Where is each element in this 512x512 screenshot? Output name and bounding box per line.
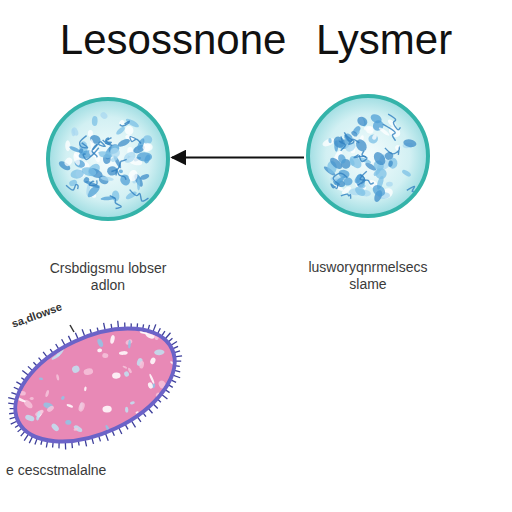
cell-node: e cescstmalalne: [0, 310, 190, 479]
node-label: Crsbdigsmu lobser adlon: [38, 260, 178, 294]
cell-shape: [0, 310, 190, 460]
node-label: lusworyqnrmelsecs slame: [298, 259, 438, 293]
lysosome-shape: [45, 96, 171, 222]
lysosome-outline: [48, 99, 168, 219]
arrow-connector: [172, 157, 304, 159]
leader-line: [70, 325, 74, 332]
lysosome-content: [321, 112, 417, 203]
lysosome-outline: [308, 96, 428, 216]
diagram-title: Lesossnone Lysmer: [0, 16, 512, 64]
cell-content: [9, 325, 184, 443]
lysosome-node: lusworyqnrmelsecs slame: [298, 93, 438, 293]
part-label: sa,dlowse: [10, 300, 64, 329]
cell-outline: [0, 310, 190, 460]
node-label: e cescstmalalne: [0, 462, 190, 479]
lysosome-content: [57, 111, 153, 209]
lysosome-shape: [305, 93, 431, 219]
lysosome-node: Crsbdigsmu lobser adlon: [38, 96, 178, 294]
